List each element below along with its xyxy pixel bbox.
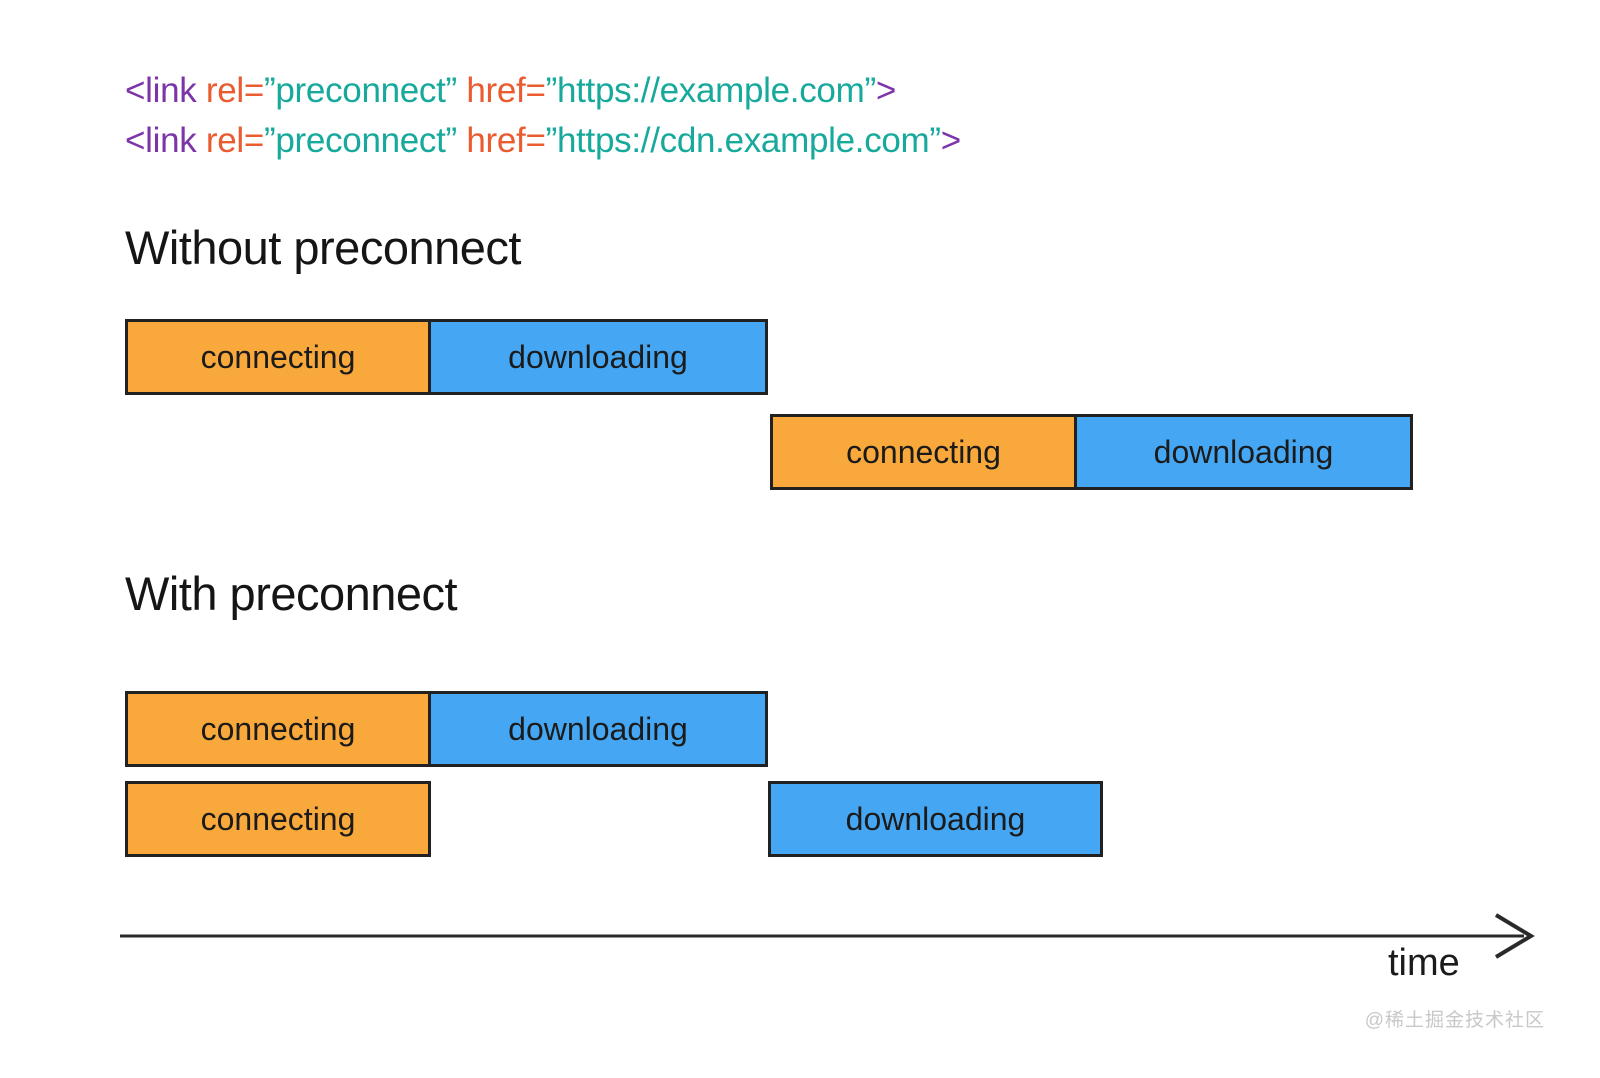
code-attr-href: href= [456,121,546,160]
code-attr-rel: rel= [205,121,265,160]
without-request1-downloading-bar: downloading [428,319,768,395]
code-tag-close: > [940,121,961,160]
with-request2-downloading-bar: downloading [768,781,1103,857]
with-request1-connecting-bar: connecting [125,691,431,767]
code-tag-open: <link [125,121,206,160]
section-title-without-preconnect: Without preconnect [125,221,521,274]
without-request2-connecting-bar: connecting [770,414,1077,490]
with-request1-downloading-bar: downloading [428,691,768,767]
section-title-with-preconnect: With preconnect [125,567,458,620]
watermark-text: @稀土掘金技术社区 [1364,1010,1545,1031]
without-request1-connecting-bar: connecting [125,319,431,395]
code-value-preconnect: ”preconnect” [264,121,457,160]
code-value-url: ”https://example.com” [545,71,877,110]
code-snippet: <link rel=”preconnect” href=”https://exa… [125,66,961,166]
code-attr-href: href= [456,71,546,110]
code-tag-close: > [875,71,896,110]
code-line-1: <link rel=”preconnect” href=”https://exa… [125,66,961,116]
with-request2-connecting-bar: connecting [125,781,431,857]
code-line-2: <link rel=”preconnect” href=”https://cdn… [125,116,961,166]
code-value-url: ”https://cdn.example.com” [545,121,941,160]
time-axis-label: time [1388,942,1460,984]
without-request2-downloading-bar: downloading [1074,414,1413,490]
code-value-preconnect: ”preconnect” [264,71,457,110]
code-attr-rel: rel= [205,71,265,110]
code-tag-open: <link [125,71,206,110]
